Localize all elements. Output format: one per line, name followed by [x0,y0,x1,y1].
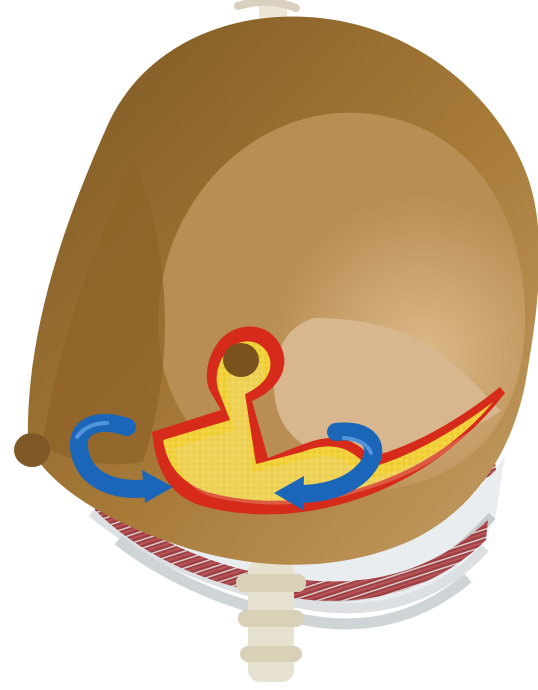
nipple [14,433,50,467]
areola-opening [223,343,259,377]
